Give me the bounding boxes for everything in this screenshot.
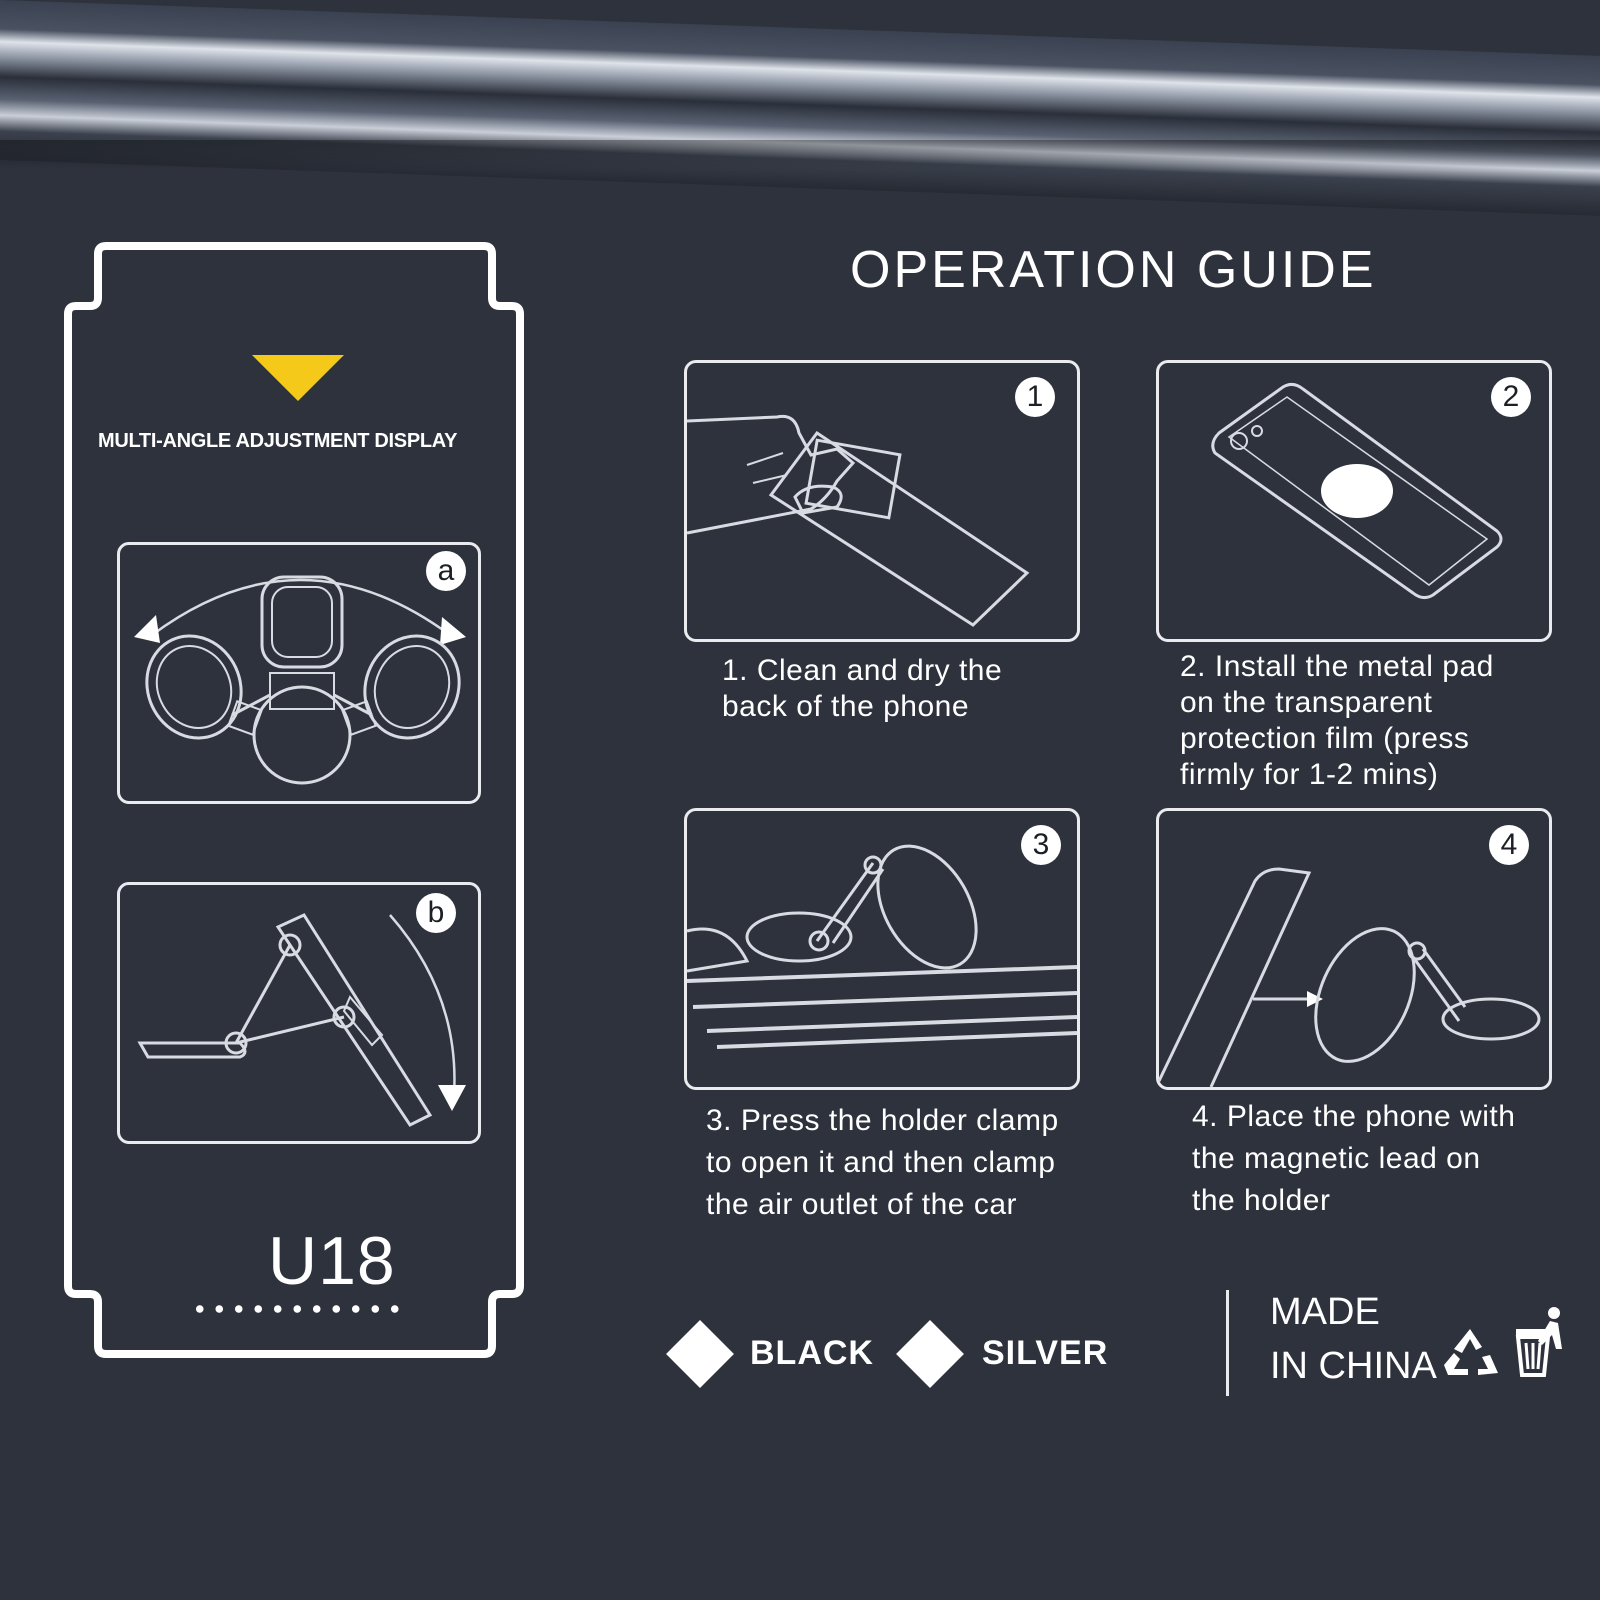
silver-option-label: SILVER [982, 1334, 1109, 1372]
badge-a: a [426, 551, 466, 591]
origin-line-2: IN CHINA [1270, 1345, 1437, 1387]
step-2-text: 2. Install the metal pad on the transpar… [1180, 649, 1494, 793]
step-1-line-1: 1. Clean and dry the [722, 654, 1003, 687]
air-vent-clamp-illustration [686, 844, 1078, 1049]
dotted-line [190, 1304, 405, 1314]
black-option-label: BLACK [750, 1334, 874, 1372]
step-3-text: 3. Press the holder clamp to open it and… [706, 1100, 1059, 1226]
step-3-badge: 3 [1021, 825, 1061, 865]
step-4-line-2: the magnetic lead on [1192, 1142, 1481, 1175]
product-card-outline [64, 242, 524, 1358]
step-2-line-2: on the transparent [1180, 686, 1433, 719]
step-2-panel: 2 [1156, 360, 1552, 642]
metal-pad-illustration [1211, 382, 1503, 600]
panel-rotation: a [117, 542, 481, 804]
model-number: U18 [268, 1223, 396, 1299]
step-4-badge: 4 [1489, 825, 1529, 865]
attach-phone-illustration [1157, 867, 1541, 1088]
step-3-line-2: to open it and then clamp [706, 1146, 1056, 1179]
trim-shadow [0, 140, 1600, 170]
silver-option-diamond [896, 1320, 964, 1388]
step-3-panel: 3 [684, 808, 1080, 1090]
step-2-line-3: protection film (press [1180, 722, 1470, 755]
multi-angle-label: MULTI-ANGLE ADJUSTMENT DISPLAY [98, 430, 458, 452]
divider [1226, 1290, 1229, 1396]
tilt-illustration [137, 913, 466, 1127]
step-4-line-1: 4. Place the phone with [1192, 1100, 1516, 1133]
step-1-panel: 1 [684, 360, 1080, 642]
page-title: OPERATION GUIDE [850, 241, 1377, 299]
trash-bin-icon [1515, 1307, 1562, 1377]
black-option-diamond [666, 1320, 734, 1388]
recycle-icon [1444, 1329, 1498, 1375]
step-2-badge: 2 [1491, 377, 1531, 417]
step-1-text: 1. Clean and dry the back of the phone [722, 653, 1002, 725]
step-2-line-4: firmly for 1-2 mins) [1180, 758, 1439, 791]
dashboard-trim [0, 0, 1600, 216]
origin-label: MADE IN CHINA [1270, 1285, 1437, 1393]
origin-line-1: MADE [1270, 1291, 1380, 1333]
wipe-phone-illustration [686, 414, 1030, 627]
step-4-text: 4. Place the phone with the magnetic lea… [1192, 1096, 1515, 1222]
step-1-badge: 1 [1015, 377, 1055, 417]
step-4-panel: 4 [1156, 808, 1552, 1090]
step-3-line-3: the air outlet of the car [706, 1188, 1018, 1221]
step-1-line-2: back of the phone [722, 690, 970, 723]
step-2-line-1: 2. Install the metal pad [1180, 650, 1494, 683]
down-triangle-icon [252, 355, 344, 401]
rotation-illustration [134, 575, 466, 785]
panel-tilt: b [117, 882, 481, 1144]
step-3-line-1: 3. Press the holder clamp [706, 1104, 1059, 1137]
step-4-line-3: the holder [1192, 1184, 1331, 1217]
badge-b: b [416, 893, 456, 933]
